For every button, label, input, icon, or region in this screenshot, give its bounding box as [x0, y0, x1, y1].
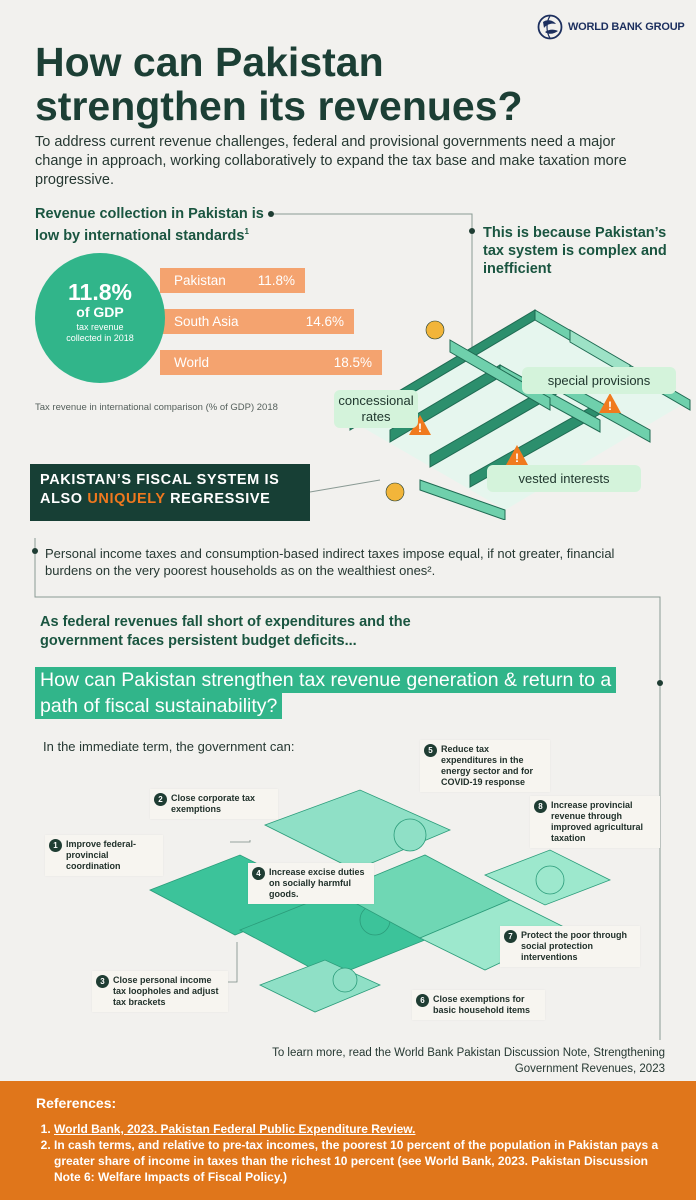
- warning-icon: !: [506, 445, 528, 465]
- bar-value: 18.5%: [333, 355, 372, 370]
- page-title: How can Pakistan strengthen its revenues…: [35, 39, 523, 129]
- step-text: Close exemptions for basic household ite…: [433, 994, 531, 1015]
- fiscal-regressive-box: PAKISTAN’S FISCAL SYSTEM IS ALSO UNIQUEL…: [30, 464, 310, 521]
- step-number: 3: [96, 975, 109, 988]
- personal-income-text: Personal income taxes and consumption-ba…: [45, 546, 615, 578]
- globe-icon: [537, 14, 563, 40]
- svg-text:!: !: [608, 399, 612, 413]
- step-text: Reduce tax expenditures in the energy se…: [441, 744, 534, 787]
- learn-more-text: To learn more, read the World Bank Pakis…: [272, 1047, 665, 1075]
- gdp-unit: of GDP: [76, 304, 124, 320]
- svg-text:!: !: [418, 421, 422, 435]
- concessional-rates-label: concessional rates: [334, 390, 418, 428]
- references-section: References: World Bank, 2023. Pakistan F…: [0, 1081, 696, 1200]
- warning-icon: !: [599, 393, 621, 413]
- immediate-term-text: In the immediate term, the government ca…: [43, 739, 295, 754]
- step-5: 5 Reduce tax expenditures in the energy …: [420, 740, 550, 792]
- gdp-value: 11.8%: [68, 279, 132, 305]
- svg-text:!: !: [515, 451, 519, 465]
- step-6: 6 Close exemptions for basic household i…: [412, 990, 545, 1020]
- step-text: Increase provincial revenue through impr…: [551, 800, 644, 843]
- revenue-heading: Revenue collection in Pakistan is low by…: [35, 206, 264, 244]
- bar-label: Pakistan: [174, 273, 226, 288]
- step-number: 1: [49, 839, 62, 852]
- question-banner: How can Pakistan strengthen tax revenue …: [35, 667, 617, 719]
- step-8: 8 Increase provincial revenue through im…: [530, 796, 660, 848]
- references-heading: References:: [36, 1095, 117, 1111]
- special-provisions-label: special provisions: [522, 367, 676, 394]
- step-7: 7 Protect the poor through social protec…: [500, 926, 640, 967]
- step-1: 1 Improve federal-provincial coordinatio…: [45, 835, 163, 876]
- logo-text: WORLD BANK GROUP: [568, 21, 685, 33]
- vested-interests-label: vested interests: [487, 465, 641, 492]
- uniquely-highlight: UNIQUELY: [87, 491, 166, 507]
- intro-text: To address current revenue challenges, f…: [35, 134, 627, 188]
- puzzle-illustration: [149, 789, 611, 1013]
- bar-note: Tax revenue in international comparison …: [35, 402, 278, 413]
- gdp-caption: tax revenue collected in 2018: [66, 322, 134, 343]
- step-4: 4 Increase excise duties on socially har…: [248, 863, 374, 904]
- fiscal-line1: PAKISTAN’S FISCAL SYSTEM IS: [40, 472, 280, 488]
- bar-south-asia: South Asia 14.6%: [160, 309, 354, 334]
- step-text: Improve federal-provincial coordination: [66, 839, 137, 871]
- step-text: Close corporate tax exemptions: [171, 793, 256, 814]
- step-3: 3 Close personal income tax loopholes an…: [92, 971, 228, 1012]
- complex-heading: This is because Pakistan’s tax system is…: [483, 225, 667, 277]
- bar-value: 11.8%: [257, 273, 295, 288]
- step-2: 2 Close corporate tax exemptions: [150, 789, 278, 819]
- bar-world: World 18.5%: [160, 350, 382, 375]
- bar-label: World: [174, 355, 210, 370]
- step-text: Protect the poor through social protecti…: [521, 930, 627, 962]
- deficit-heading: As federal revenues fall short of expend…: [40, 614, 411, 649]
- warning-icon: !: [409, 415, 431, 435]
- reference-link[interactable]: World Bank, 2023. Pakistan Federal Publi…: [54, 1121, 660, 1137]
- step-number: 6: [416, 994, 429, 1007]
- step-text: Close personal income tax loopholes and …: [113, 975, 219, 1007]
- step-number: 7: [504, 930, 517, 943]
- gdp-circle: 11.8% of GDP tax revenue collected in 20…: [35, 253, 165, 383]
- step-number: 2: [154, 793, 167, 806]
- step-number: 5: [424, 744, 437, 757]
- bar-value: 14.6%: [305, 314, 344, 329]
- bar-pakistan: Pakistan 11.8%: [160, 268, 305, 293]
- fiscal-line2: ALSO UNIQUELY REGRESSIVE: [40, 491, 271, 507]
- step-number: 4: [252, 867, 265, 880]
- world-bank-logo: WORLD BANK GROUP: [537, 14, 685, 40]
- step-number: 8: [534, 800, 547, 813]
- reference-item: In cash terms, and relative to pre-tax i…: [54, 1137, 660, 1185]
- step-text: Increase excise duties on socially harmf…: [269, 867, 365, 899]
- bar-label: South Asia: [174, 314, 239, 329]
